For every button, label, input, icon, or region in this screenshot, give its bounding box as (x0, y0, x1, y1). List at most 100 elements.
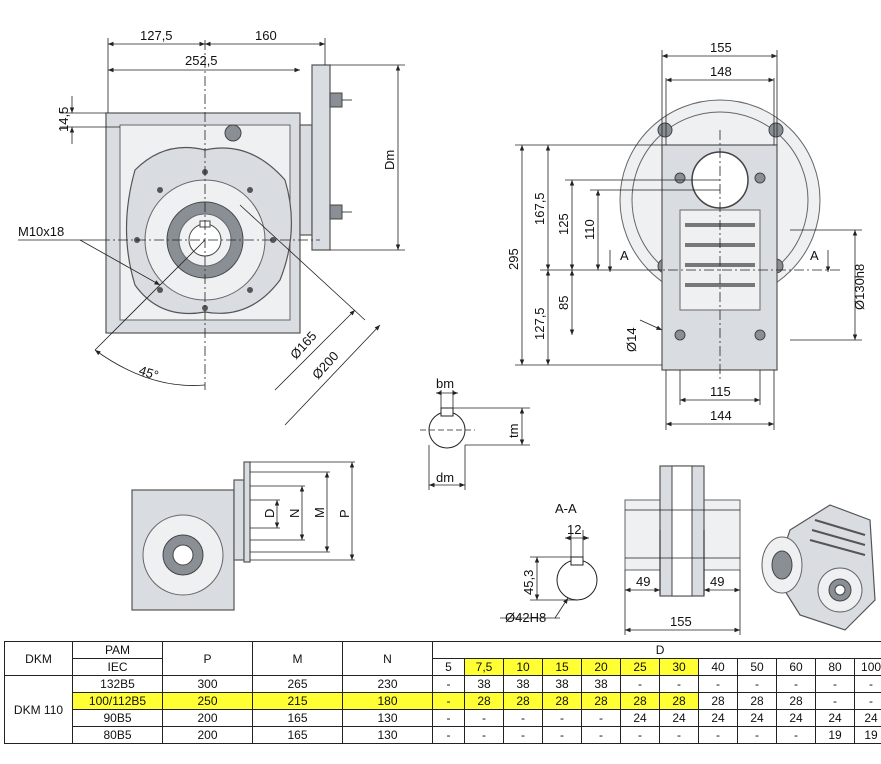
dim-160: 160 (255, 28, 277, 43)
d-value-cell: 24 (853, 709, 881, 727)
gearbox-3d-render (761, 504, 876, 631)
d-value-cell: - (659, 675, 699, 693)
d-value-cell: 28 (698, 692, 738, 710)
d-col-header: 60 (776, 658, 816, 676)
d-value-cell: - (432, 675, 465, 693)
d-value-cell: - (659, 726, 699, 744)
dim-148: 148 (710, 64, 732, 79)
d-value-cell: - (542, 709, 582, 727)
header-iec: IEC (72, 658, 163, 676)
dim-dm-front: Dm (382, 150, 397, 170)
d-col-header: 80 (815, 658, 855, 676)
d-value-cell: 28 (659, 692, 699, 710)
m-cell: 265 (252, 675, 343, 693)
p-cell: 200 (162, 726, 253, 744)
d-col-header: 100 (853, 658, 881, 676)
d-value-cell: - (698, 675, 738, 693)
dim-127-5: 127,5 (140, 28, 173, 43)
d-value-cell: - (776, 726, 816, 744)
d-value-cell: - (620, 726, 660, 744)
iec-cell: 80B5 (72, 726, 163, 744)
iec-cell: 132B5 (72, 675, 163, 693)
section-w12: 12 (567, 522, 581, 537)
model-cell: DKM 110 (4, 675, 73, 744)
d-value-cell: 24 (620, 709, 660, 727)
dim-110: 110 (582, 219, 597, 240)
dim-125: 125 (556, 213, 571, 235)
dim-d130h8: Ø130h8 (852, 264, 867, 310)
d-col-header: 50 (737, 658, 777, 676)
d-value-cell: 24 (698, 709, 738, 727)
dim-45deg: 45° (137, 363, 160, 383)
d-value-cell: 38 (542, 675, 582, 693)
technical-drawing: 127,5 160 252,5 14,5 Dm M10x18 Ø165 Ø200… (18, 28, 876, 635)
flange-n: N (287, 509, 302, 518)
header-pam: PAM (72, 641, 163, 659)
d-value-cell: - (815, 692, 855, 710)
d-value-cell: - (464, 709, 504, 727)
m-cell: 215 (252, 692, 343, 710)
d-value-cell: - (620, 675, 660, 693)
d-value-cell: - (737, 675, 777, 693)
d-col-header: 20 (581, 658, 621, 676)
d-value-cell: - (698, 726, 738, 744)
flange-d: D (262, 509, 277, 518)
d-value-cell: - (815, 675, 855, 693)
dim-167-5: 167,5 (532, 192, 547, 225)
section-mark-a-right: A (810, 248, 819, 263)
section-mark-a-left: A (620, 248, 629, 263)
d-value-cell: 28 (581, 692, 621, 710)
flange-p: P (337, 509, 352, 518)
d-value-cell: - (432, 692, 465, 710)
dim-thread: M10x18 (18, 224, 64, 239)
d-value-cell: 19 (815, 726, 855, 744)
dim-144: 144 (710, 408, 732, 423)
dim-d14: Ø14 (624, 327, 639, 352)
d-col-header: 15 (542, 658, 582, 676)
header-m: M (252, 641, 343, 676)
m-cell: 165 (252, 709, 343, 727)
p-cell: 300 (162, 675, 253, 693)
shaft-l155: 155 (670, 614, 692, 629)
p-cell: 250 (162, 692, 253, 710)
header-d: D (431, 641, 881, 659)
key-bm: bm (436, 376, 454, 391)
d-value-cell: - (737, 726, 777, 744)
key-tm: tm (506, 424, 521, 438)
n-cell: 130 (342, 709, 433, 727)
d-value-cell: 28 (542, 692, 582, 710)
d-value-cell: - (581, 709, 621, 727)
d-col-header: 10 (503, 658, 543, 676)
d-value-cell: - (432, 726, 465, 744)
d-value-cell: 28 (620, 692, 660, 710)
iec-cell: 100/112B5 (72, 692, 163, 710)
d-value-cell: - (853, 692, 881, 710)
d-value-cell: - (503, 709, 543, 727)
d-value-cell: - (432, 709, 465, 727)
dim-295: 295 (506, 248, 521, 270)
d-value-cell: - (776, 675, 816, 693)
flange-m: M (312, 507, 327, 518)
header-p: P (162, 641, 253, 676)
d-col-header: 40 (698, 658, 738, 676)
shaft-section: 49 49 155 (624, 465, 741, 635)
dim-115: 115 (710, 384, 731, 399)
flange-view: P M N D (131, 461, 355, 611)
d-value-cell: 24 (659, 709, 699, 727)
shaft-l49-right: 49 (710, 574, 724, 589)
side-view: 155 148 295 167,5 127,5 125 85 110 A A Ø… (506, 40, 867, 430)
p-cell: 200 (162, 709, 253, 727)
dim-252-5: 252,5 (185, 53, 218, 68)
d-value-cell: 38 (581, 675, 621, 693)
dim-127-5-side: 127,5 (532, 307, 547, 340)
section-title: A-A (555, 501, 577, 516)
iec-cell: 90B5 (72, 709, 163, 727)
d-col-header: 7,5 (464, 658, 504, 676)
d-value-cell: - (464, 726, 504, 744)
spec-table: DKM PAM P M N D IEC 5 7,5 10 15 20 25 30… (4, 641, 881, 744)
d-value-cell: 28 (464, 692, 504, 710)
keyway-detail: bm tm dm (420, 376, 530, 490)
section-d42h8: Ø42H8 (505, 610, 546, 625)
